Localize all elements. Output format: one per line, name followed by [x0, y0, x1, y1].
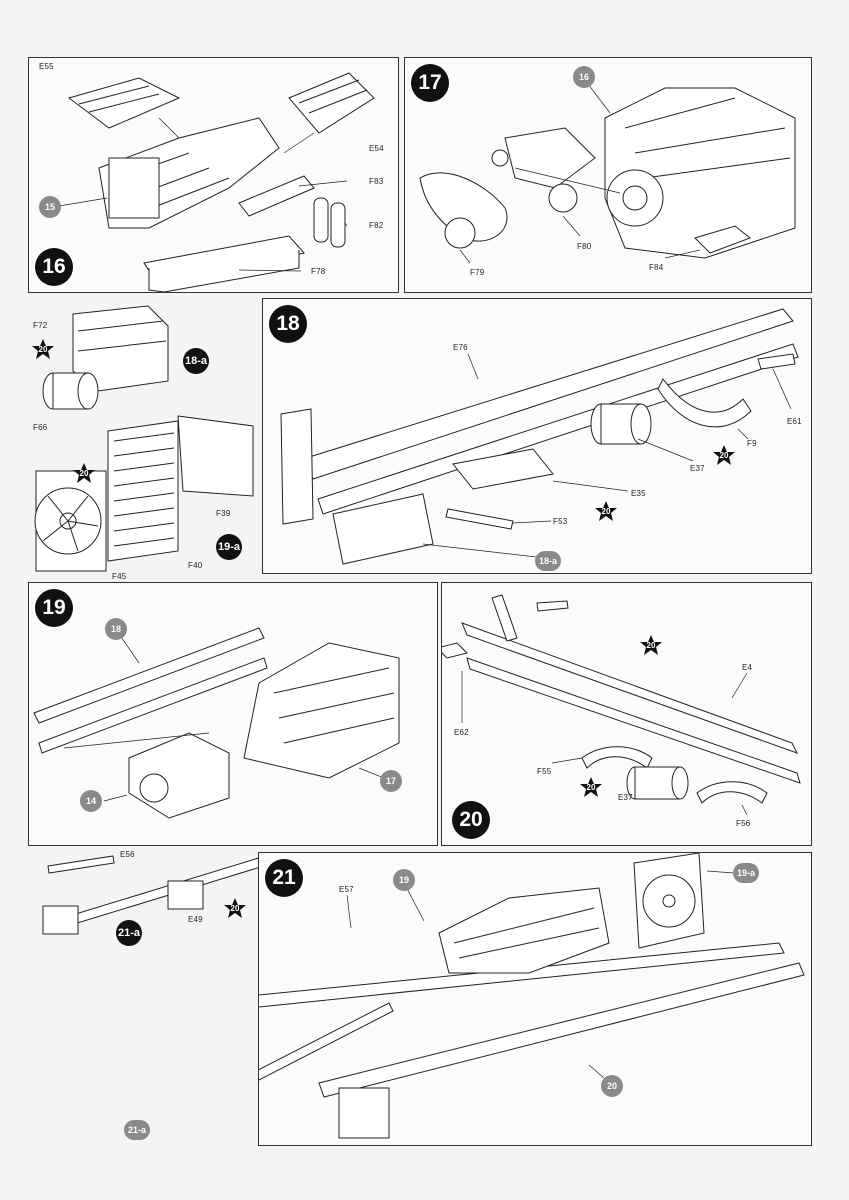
- part-label-F82: F82: [369, 221, 384, 230]
- part-label-E57: E57: [339, 885, 354, 894]
- driveshaft-drawing: [42, 854, 268, 935]
- part-label-E61: E61: [787, 417, 802, 426]
- part-label-F56: F56: [736, 819, 751, 828]
- step-17-badge: 17: [411, 64, 449, 102]
- part-label-F55: F55: [537, 767, 552, 776]
- step-18-panel: 18 E76 E61 F9 20 E37 E35 20 F53 18-a: [262, 298, 812, 574]
- ref-badge-14: 14: [80, 790, 102, 812]
- star-marker-20g: 20: [224, 898, 246, 918]
- star-marker-20: 20: [32, 339, 54, 359]
- star-marker-20b: 20: [73, 463, 95, 483]
- part-label-F79: F79: [470, 268, 485, 277]
- chassis-frame-drawing: [280, 308, 799, 565]
- star-marker-20c: 20: [713, 445, 735, 465]
- final-chassis-assembly-drawing: [259, 853, 805, 1139]
- sub-assembly-area: F72 20 18-a F66 20 F39 F40 F45 19-a: [28, 296, 258, 586]
- sub-step-21a-badge: 21-a: [116, 920, 142, 946]
- step-17-panel: 17 16 F79 F80 F84: [404, 57, 812, 293]
- step-18-badge: 18: [269, 305, 307, 343]
- step-19-panel: 19 18 17 14: [28, 582, 438, 846]
- ref-badge-20: 20: [601, 1075, 623, 1097]
- part-label-F45: F45: [112, 572, 127, 581]
- ref-badge-18a: 18-a: [535, 551, 561, 571]
- part-label-F84: F84: [649, 263, 664, 272]
- engine-into-frame-drawing: [33, 627, 400, 819]
- step-19-badge: 19: [35, 589, 73, 627]
- step-20-panel: 20 E4 E62 F55 20 E37 F56 20: [441, 582, 812, 846]
- engine-assembly-drawing: [58, 72, 375, 292]
- part-label-E35: E35: [631, 489, 646, 498]
- part-label-F78: F78: [311, 267, 326, 276]
- step-21-badge: 21: [265, 859, 303, 897]
- sub-step-18a-badge: 18-a: [183, 348, 209, 374]
- part-label-F72: F72: [33, 321, 48, 330]
- ref-badge-19a: 19-a: [733, 863, 759, 883]
- ref-badge-18: 18: [105, 618, 127, 640]
- ref-badge-15: 15: [39, 196, 61, 218]
- ref-badge-16: 16: [573, 66, 595, 88]
- part-label-E55: E55: [39, 62, 54, 71]
- step-20-badge: 20: [452, 801, 490, 839]
- part-label-E76: E76: [453, 343, 468, 352]
- part-label-F40: F40: [188, 561, 203, 570]
- step-21-panel: 21 E57 19 19-a 20: [258, 852, 812, 1146]
- part-label-F80: F80: [577, 242, 592, 251]
- part-label-E56: E56: [120, 850, 135, 859]
- ref-badge-17: 17: [380, 770, 402, 792]
- part-label-F53: F53: [553, 517, 568, 526]
- star-marker-20e: 20: [640, 635, 662, 655]
- star-marker-20d: 20: [595, 501, 617, 521]
- part-label-F66: F66: [33, 423, 48, 432]
- part-label-F9: F9: [747, 439, 757, 448]
- part-label-E37: E37: [690, 464, 705, 473]
- ref-badge-19: 19: [393, 869, 415, 891]
- step-16-panel: E55 E54 F83 F82 F78 15 16: [28, 57, 399, 293]
- part-label-F39: F39: [216, 509, 231, 518]
- part-label-E49: E49: [188, 915, 203, 924]
- part-label-E37-step20: E37: [618, 793, 633, 802]
- driveshaft-sub-area: E56 E49 20 21-a: [28, 846, 268, 946]
- engine-belt-drive-drawing: [419, 79, 796, 264]
- radiator-and-tank-drawing: [34, 305, 254, 572]
- ref-badge-21a: 21-a: [124, 1120, 150, 1140]
- sub-step-19a-badge: 19-a: [216, 534, 242, 560]
- part-label-E54: E54: [369, 144, 384, 153]
- part-label-E4: E4: [742, 663, 753, 672]
- part-label-E62: E62: [454, 728, 469, 737]
- rear-frame-drawing: [442, 594, 801, 816]
- star-marker-20f: 20: [580, 777, 602, 797]
- step-16-badge: 16: [35, 248, 73, 286]
- part-label-F83: F83: [369, 177, 384, 186]
